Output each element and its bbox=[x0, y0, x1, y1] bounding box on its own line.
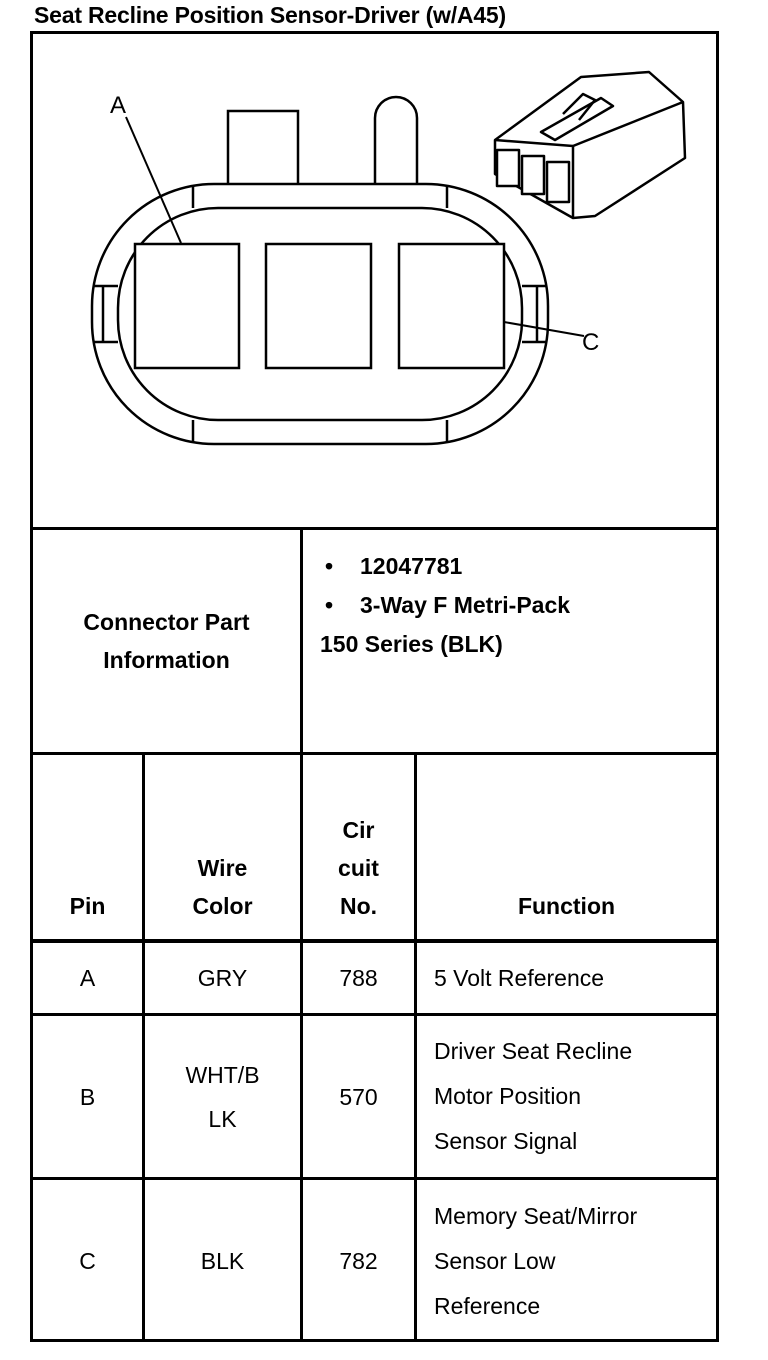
function-cell: Motor Position bbox=[434, 1083, 582, 1109]
table-row-a-pin: A bbox=[33, 943, 142, 1013]
header-function-text: Function bbox=[517, 893, 616, 919]
table-row-c-wire: BLK bbox=[145, 1180, 300, 1342]
divider bbox=[33, 1177, 716, 1180]
table-row-b-function: Driver Seat Recline Motor Position Senso… bbox=[417, 1016, 716, 1177]
table-row-a-circuit: 788 bbox=[303, 943, 414, 1013]
wire-color-cell: LK bbox=[208, 1105, 237, 1132]
table-row-b-wire: WHT/B LK bbox=[145, 1016, 300, 1177]
table-row-a-wire: GRY bbox=[145, 943, 300, 1013]
header-circuit-line2: cuit bbox=[338, 855, 379, 881]
circuit-cell: 570 bbox=[339, 1083, 378, 1110]
connector-info-label: Connector Part Information bbox=[33, 530, 300, 752]
cavity-a bbox=[133, 242, 241, 370]
list-item: • 12047781 bbox=[320, 546, 462, 585]
table-row-a-function: 5 Volt Reference bbox=[417, 943, 716, 1013]
callout-a: A bbox=[110, 92, 127, 119]
page-title: Seat Recline Position Sensor-Driver (w/A… bbox=[34, 2, 506, 28]
list-item: 150 Series (BLK) bbox=[320, 624, 503, 663]
table-row-b-pin: B bbox=[33, 1016, 142, 1177]
connector-info-value: • 12047781 • 3-Way F Metri-Pack 150 Seri… bbox=[303, 530, 716, 752]
divider bbox=[33, 939, 716, 943]
connector-info-label-line1: Connector Part bbox=[83, 609, 250, 635]
wire-color-cell: WHT/B bbox=[185, 1061, 260, 1088]
connector-table-frame: A C Connector Part Information • 1204778… bbox=[30, 31, 719, 1342]
pin-cell: C bbox=[79, 1248, 96, 1274]
circuit-cell: 788 bbox=[339, 965, 378, 991]
pin-cell: A bbox=[79, 965, 96, 991]
leader-line-c bbox=[503, 321, 585, 337]
header-wire-color-line2: Color bbox=[192, 893, 253, 919]
header-circuit-number: Cir cuit No. bbox=[303, 756, 414, 939]
column-divider bbox=[142, 755, 145, 1342]
header-function: Function bbox=[417, 756, 716, 939]
column-divider bbox=[300, 530, 303, 1342]
connector-face-drawing bbox=[90, 70, 687, 446]
key-post bbox=[373, 95, 419, 210]
pin-cell: B bbox=[79, 1083, 96, 1110]
latch-tab bbox=[226, 109, 300, 193]
cavity-b bbox=[264, 242, 373, 370]
connector-type: 3-Way F Metri-Pack bbox=[360, 591, 571, 618]
divider bbox=[33, 752, 716, 755]
function-cell: 5 Volt Reference bbox=[434, 964, 605, 991]
part-number: 12047781 bbox=[360, 552, 463, 579]
header-pin-text: Pin bbox=[69, 893, 106, 919]
column-divider bbox=[414, 755, 417, 1342]
function-cell: Memory Seat/Mirror bbox=[434, 1202, 638, 1229]
list-item: • 3-Way F Metri-Pack bbox=[320, 585, 570, 624]
table-row-c-circuit: 782 bbox=[303, 1180, 414, 1342]
table-row-c-function: Memory Seat/Mirror Sensor Low Reference bbox=[417, 1180, 716, 1342]
header-wire-color: Wire Color bbox=[145, 756, 300, 939]
divider bbox=[33, 1013, 716, 1016]
header-pin: Pin bbox=[33, 756, 142, 939]
leader-line-a bbox=[125, 116, 182, 244]
header-wire-color-line1: Wire bbox=[197, 855, 248, 881]
cavity-c bbox=[397, 242, 506, 370]
function-cell: Driver Seat Recline bbox=[434, 1038, 633, 1064]
connector-diagram: A C bbox=[33, 34, 716, 528]
bullet-icon: • bbox=[325, 591, 334, 618]
connector-info-label-line2: Information bbox=[103, 647, 230, 673]
callout-c: C bbox=[582, 329, 600, 356]
header-circuit-line1: Cir bbox=[342, 817, 375, 843]
circuit-cell: 782 bbox=[339, 1248, 378, 1274]
connector-series: 150 Series (BLK) bbox=[320, 630, 503, 657]
connector-iso-view bbox=[493, 70, 687, 220]
function-cell: Reference bbox=[434, 1292, 541, 1319]
function-cell: Sensor Low bbox=[434, 1247, 556, 1274]
divider bbox=[33, 527, 716, 530]
bullet-icon: • bbox=[325, 552, 334, 579]
wire-color-cell: BLK bbox=[200, 1248, 245, 1274]
table-row-b-circuit: 570 bbox=[303, 1016, 414, 1177]
wire-color-cell: GRY bbox=[197, 965, 248, 991]
table-row-c-pin: C bbox=[33, 1180, 142, 1342]
function-cell: Sensor Signal bbox=[434, 1128, 578, 1154]
header-circuit-line3: No. bbox=[339, 893, 378, 919]
